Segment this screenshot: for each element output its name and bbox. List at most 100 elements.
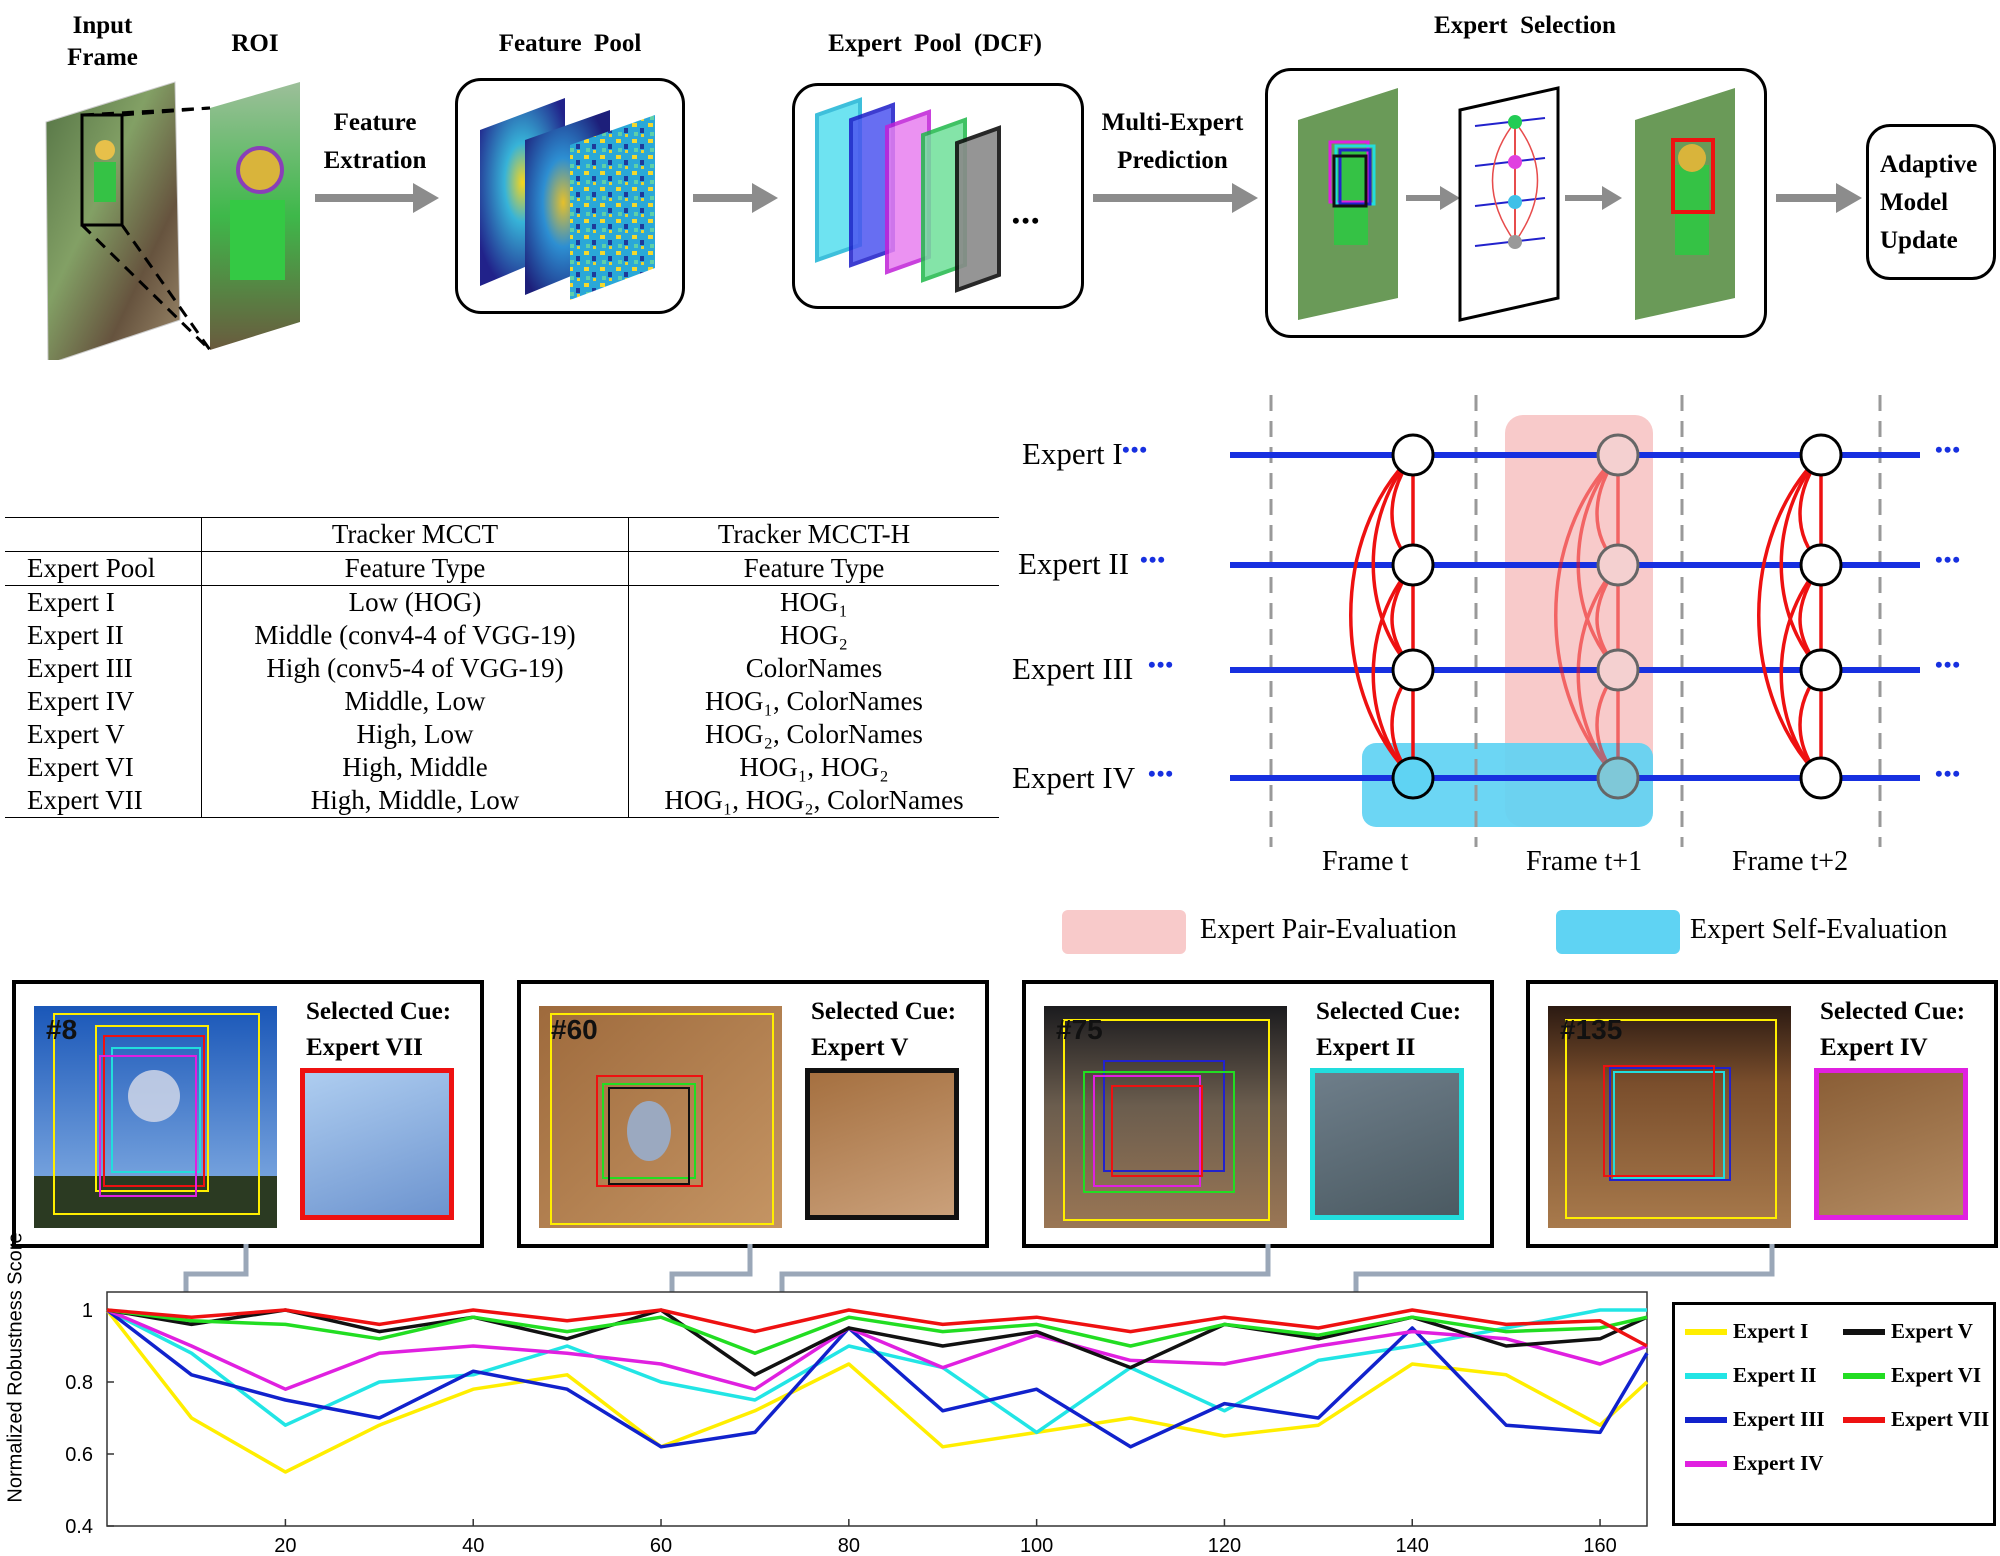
selected-crop [805, 1068, 959, 1220]
legend-self-swatch [1556, 910, 1680, 954]
series-line-expert-iii [105, 1308, 1649, 1449]
x-tick-label: 80 [838, 1535, 860, 1556]
arrow-2-head [752, 183, 778, 213]
legend-swatch [1685, 1328, 1727, 1335]
legend-self-label: Expert Self-Evaluation [1690, 914, 1948, 945]
expert-dots-right-4: ••• [1935, 761, 1962, 786]
legend-item: Expert III [1685, 1407, 1825, 1432]
feature-maps [480, 98, 655, 300]
legend-item: Expert I [1685, 1319, 1808, 1344]
x-tick-label: 140 [1396, 1535, 1429, 1556]
x-tick-label: 60 [650, 1535, 672, 1556]
arrow-4 [1776, 194, 1836, 202]
y-tick-label: 0.8 [65, 1372, 93, 1394]
expert-dots-right-3: ••• [1935, 652, 1962, 677]
y-tick-label: 0.4 [65, 1516, 93, 1538]
expert-pool-ellipsis: ••• [1012, 208, 1042, 233]
expert-dots-left-4: ••• [1148, 761, 1175, 786]
table-cell: Expert Pool [5, 551, 202, 586]
arrow-3 [1093, 194, 1233, 202]
expert-selection-graphic [1298, 86, 1735, 322]
table-cell [5, 517, 202, 552]
table-cell: Low (HOG) [201, 585, 629, 619]
table-cell: Tracker MCCT [201, 517, 629, 552]
selection-panel-1: #8 Selected Cue: Expert VII [12, 980, 484, 1248]
frame-number: #135 [1560, 1014, 1623, 1045]
table-cell: Feature Type [201, 551, 629, 586]
selection-panel-3: #75 Selected Cue: Expert II [1022, 980, 1494, 1248]
arrow-1 [315, 194, 415, 202]
legend-swatch [1685, 1460, 1727, 1467]
frame-number: #60 [551, 1014, 598, 1045]
adaptive-update-label: Adaptive Model Update [1880, 151, 1978, 254]
y-tick-label: 1 [82, 1300, 93, 1322]
table-cell: Expert III [27, 653, 133, 683]
multi-expert-label: Multi-Expert Prediction [1101, 109, 1244, 174]
legend-item: Expert VII [1843, 1407, 1989, 1432]
series-line-expert-v [106, 1308, 1648, 1377]
selected-cue-label: Selected Cue: [1316, 998, 1462, 1025]
table-cell: High, Middle, Low [201, 784, 629, 818]
adaptive-update-box [1866, 124, 1996, 280]
frame-image [1548, 1006, 1791, 1228]
table-cell: High, Low [201, 718, 629, 751]
table-cell: HOG₁, ColorNames [628, 685, 999, 718]
expert-dots-left-3: ••• [1148, 652, 1175, 677]
legend-label: Expert III [1733, 1407, 1825, 1431]
expert-dots-left-1: ••• [1122, 437, 1149, 462]
legend-item: Expert II [1685, 1363, 1816, 1388]
table-row: Expert IV Middle, Low HOG₁, ColorNames [5, 685, 999, 718]
table-row: Expert VII High, Middle, Low HOG₁, HOG₂,… [5, 784, 999, 818]
legend-label: Expert V [1891, 1319, 1973, 1343]
legend-label: Expert II [1733, 1363, 1817, 1387]
dcf-filters [815, 97, 1001, 293]
table-cell: High, Middle [201, 751, 629, 784]
legend-label: Expert I [1733, 1319, 1809, 1343]
expert-dots-right-2: ••• [1935, 547, 1962, 572]
input-frame-label: Input Frame [67, 12, 138, 71]
expert-graph-svg [1230, 395, 1920, 847]
legend-swatch [1843, 1372, 1885, 1379]
table-cell: Expert I [27, 587, 115, 617]
selection-panel-4: #135 Selected Cue: Expert IV [1526, 980, 1998, 1248]
table-cell: Expert VI [27, 752, 134, 782]
chart-legend: Expert I Expert V Expert II Expert VI Expert… [1672, 1302, 1996, 1526]
expert-label-3: Expert III [1012, 651, 1134, 686]
legend-label: Expert VI [1891, 1363, 1982, 1387]
table-cell: Expert VII [5, 784, 202, 818]
table-cell: Tracker MCCT-H [628, 517, 999, 552]
table-header-row-2: Expert Pool Feature Type Feature Type [5, 551, 999, 586]
table-header-row-1: Tracker MCCT Tracker MCCT-H [5, 517, 999, 552]
frame-label-t: Frame t [1322, 846, 1409, 877]
table-cell: Middle, Low [201, 685, 629, 718]
legend-label: Expert VII [1891, 1407, 1990, 1431]
arrow-4-head [1836, 183, 1862, 213]
table-row: Expert III High (conv5-4 of VGG-19) Colo… [5, 652, 999, 685]
expert-selection-label: Expert Selection [1434, 12, 1616, 39]
selected-crop [1814, 1068, 1968, 1220]
arrow-2 [693, 194, 753, 202]
roi-label: ROI [231, 30, 279, 57]
feature-extraction-label: Feature Extration [323, 109, 427, 174]
selected-expert: Expert VII [306, 1034, 423, 1061]
table-cell: HOG₂, ColorNames [628, 718, 999, 751]
frame-image [539, 1006, 782, 1228]
table-cell: High (conv5-4 of VGG-19) [201, 652, 629, 685]
expert-pool-table: Tracker MCCT Tracker MCCT-H Expert Pool … [5, 517, 999, 818]
pair-eval-highlight [1505, 415, 1653, 827]
expert-label-1: Expert I [1022, 436, 1123, 471]
input-frame-graphic [45, 81, 300, 360]
expert-label-2: Expert II [1018, 546, 1130, 581]
x-tick-label: 40 [462, 1535, 484, 1556]
table-cell: Feature Type [628, 551, 999, 586]
legend-item: Expert V [1843, 1319, 1973, 1344]
x-tick-label: 20 [274, 1535, 296, 1556]
x-tick-label: 160 [1583, 1535, 1616, 1556]
legend-swatch [1843, 1416, 1885, 1423]
selected-expert: Expert V [811, 1034, 909, 1061]
legend-label: Expert IV [1733, 1451, 1824, 1475]
expert-label-4: Expert IV [1012, 760, 1136, 795]
feature-pool-label: Feature Pool [498, 30, 642, 57]
table-cell: HOG₁, HOG₂ [628, 751, 999, 784]
